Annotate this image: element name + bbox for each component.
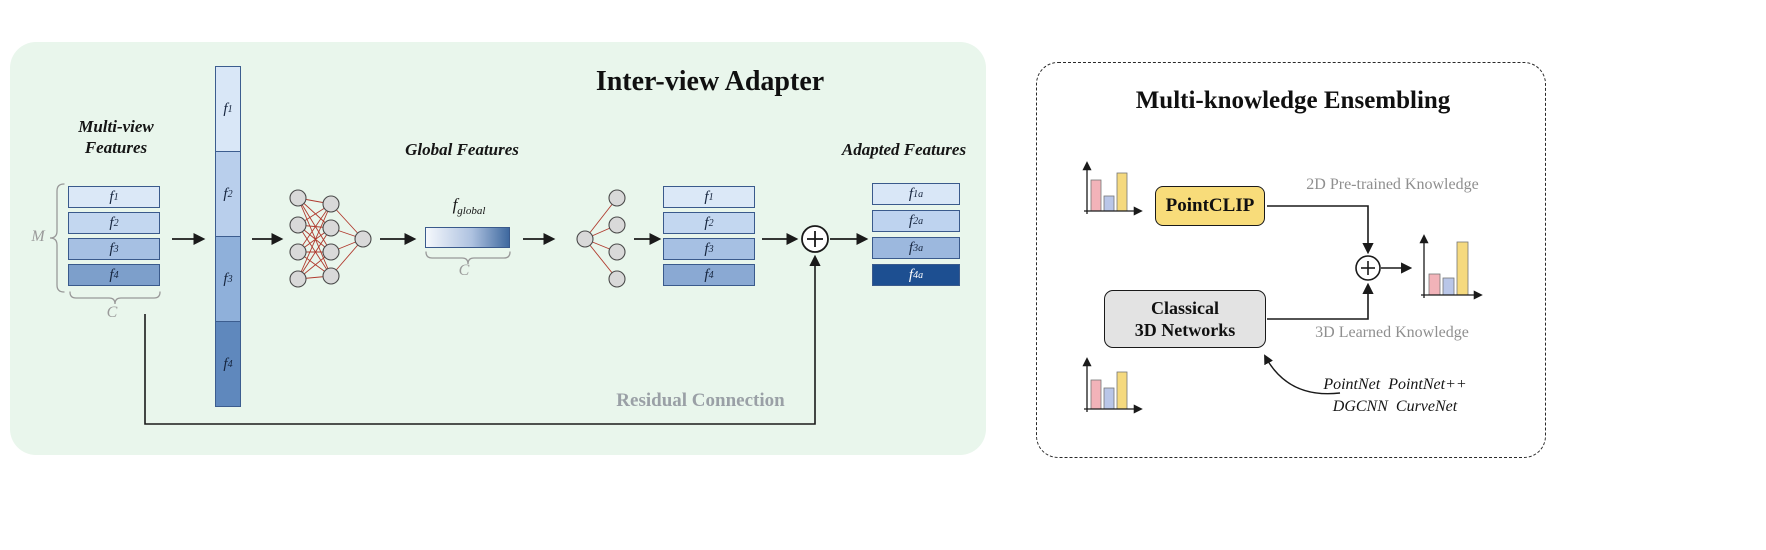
multi-knowledge-ensembling-title: Multi-knowledge Ensembling — [1135, 87, 1451, 114]
feature-label: f — [704, 188, 709, 205]
feature-label: f — [704, 266, 709, 283]
networks-list-line2: DGCNN CurveNet — [1332, 398, 1458, 415]
feature-subscript: 3 — [913, 242, 919, 254]
feature-label: f — [109, 240, 114, 257]
feature-label: f — [223, 355, 228, 372]
feature-subscript: 1 — [113, 191, 119, 203]
feature-subscript: 3 — [708, 243, 714, 255]
feature-label: f — [908, 239, 914, 256]
residual-connection-label: Residual Connection — [616, 390, 785, 411]
feature-label: f — [223, 270, 228, 287]
feature-subscript: 2 — [227, 188, 233, 200]
feature-label: f — [109, 188, 114, 205]
c-dimension-label-stack: C — [106, 304, 118, 321]
pointclip-box: PointCLIP — [1155, 186, 1265, 226]
knowledge-2d-label: 2D Pre-trained Knowledge — [1306, 176, 1479, 193]
feature-subscript: 1 — [708, 191, 714, 203]
multiview-features-label: Multi-view Features — [78, 117, 154, 158]
feature-subscript: 3 — [227, 273, 233, 285]
feature-superscript: a — [918, 215, 924, 227]
adapted-features-label: Adapted Features — [841, 140, 967, 159]
feature-subscript: 1 — [913, 188, 919, 200]
pointclip-label: PointCLIP — [1165, 195, 1255, 216]
feature-label: f — [704, 214, 709, 231]
feature-subscript: 4 — [113, 269, 119, 281]
feature-subscript: 2 — [113, 217, 119, 229]
global-features-label: Global Features — [405, 140, 519, 159]
feature-subscript: 2 — [913, 215, 919, 227]
feature-label: f — [109, 214, 114, 231]
knowledge-3d-label: 3D Learned Knowledge — [1315, 324, 1469, 341]
feature-superscript: a — [918, 188, 924, 200]
classical-label-line2: 3D Networks — [1134, 320, 1236, 340]
feature-subscript: 4 — [708, 269, 714, 281]
feature-label: f — [223, 100, 228, 117]
feature-superscript: a — [918, 242, 924, 254]
feature-subscript: 2 — [708, 217, 714, 229]
feature-label: f — [109, 266, 114, 283]
classical-label-line1: Classical — [1150, 297, 1219, 318]
f-global-label: fglobal — [452, 195, 486, 218]
feature-label: f — [223, 185, 228, 202]
feature-subscript: 3 — [113, 243, 119, 255]
feature-label: f — [908, 266, 914, 283]
m-dimension-label: M — [31, 228, 45, 245]
feature-subscript: 1 — [227, 103, 233, 115]
feature-label: f — [908, 212, 914, 229]
feature-label: f — [704, 240, 709, 257]
classical-3d-networks-box: Classical 3D Networks — [1104, 290, 1266, 348]
feature-superscript: a — [918, 269, 924, 281]
feature-subscript: 4 — [913, 269, 919, 281]
networks-list-line1: PointNet PointNet++ — [1323, 376, 1467, 393]
global-feature-bar — [425, 227, 510, 248]
c-dimension-label-global: C — [458, 262, 470, 279]
feature-label: f — [908, 185, 914, 202]
feature-subscript: 4 — [227, 358, 233, 370]
inter-view-adapter-title: Inter-view Adapter — [595, 66, 825, 97]
